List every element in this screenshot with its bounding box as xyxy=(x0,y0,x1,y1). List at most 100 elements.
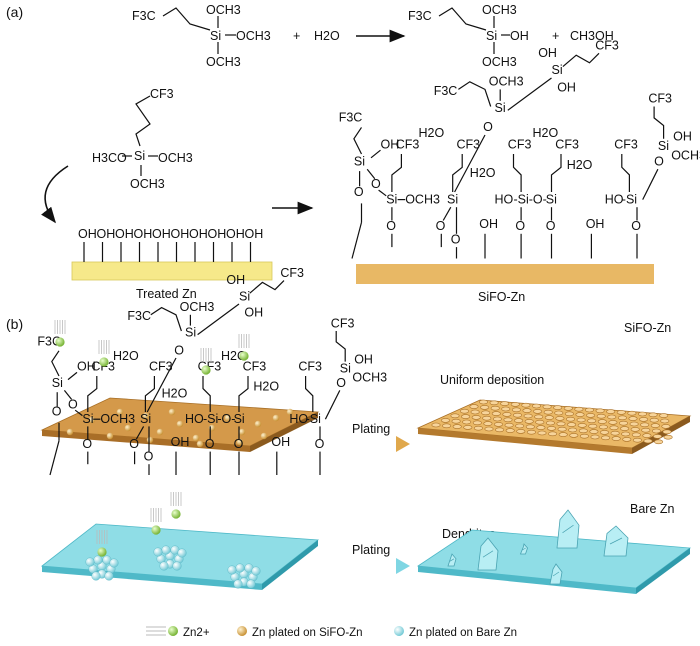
hex-cell xyxy=(601,435,611,441)
hex-cell xyxy=(522,408,532,413)
cf3-label: CF3 xyxy=(150,87,174,101)
hex-cell xyxy=(431,422,441,428)
hex-cell xyxy=(637,411,647,417)
hex-cell xyxy=(521,402,531,408)
hex-cell xyxy=(511,407,521,413)
surface-oh: OH xyxy=(78,227,97,241)
hex-cell xyxy=(632,437,642,443)
hex-cell xyxy=(659,413,669,418)
net-oh: OH xyxy=(381,137,400,151)
hex-cell xyxy=(489,400,499,406)
hex-cell xyxy=(576,417,586,423)
surface-oh: OH xyxy=(152,227,171,241)
hex-cell xyxy=(618,420,628,426)
zn-dot-sifo xyxy=(260,432,268,440)
zn-dot-sifo xyxy=(196,440,204,448)
legend-zn-ion: Zn2+ xyxy=(183,627,210,639)
net-o: O xyxy=(52,405,62,419)
net-si: Si xyxy=(354,154,365,168)
net-cf3: CF3 xyxy=(91,360,115,374)
hex-cell xyxy=(590,434,600,440)
zn-dot-sifo xyxy=(66,428,74,436)
hex-cell xyxy=(491,411,501,416)
hex-cell xyxy=(484,426,494,432)
net-f3c: F3C xyxy=(339,111,363,125)
hex-cell xyxy=(574,406,584,412)
zn-ion xyxy=(97,547,107,557)
hex-cell xyxy=(577,423,587,428)
net-oh: OH xyxy=(77,360,96,374)
net-cf3: CF3 xyxy=(149,360,173,374)
hex-cell xyxy=(568,427,578,433)
hex-cell xyxy=(663,434,673,440)
methanol-product: CH3OH xyxy=(570,29,614,43)
curved-arrow xyxy=(41,165,69,224)
hex-cell xyxy=(512,412,522,418)
hex-cell xyxy=(565,416,575,422)
hex-cell xyxy=(555,416,565,421)
hex-cell xyxy=(642,433,652,438)
hex-cell xyxy=(553,405,563,410)
hex-cell xyxy=(473,425,483,431)
hex-cell xyxy=(579,433,589,439)
zn-ion xyxy=(171,509,181,519)
legend-zn-sifo: Zn plated on SiFO-Zn xyxy=(252,627,363,639)
dendrite-edge xyxy=(562,524,574,534)
net-o: O xyxy=(631,219,641,233)
net-si: -Si xyxy=(514,192,529,206)
net-si: Si xyxy=(546,192,557,206)
net-o: O xyxy=(436,219,446,233)
hex-cell xyxy=(554,410,564,416)
hex-cell xyxy=(654,439,664,445)
zn-dot-sifo xyxy=(156,428,164,436)
hex-cell xyxy=(536,425,546,430)
hex-cell xyxy=(483,421,493,426)
hex-cell xyxy=(660,418,670,424)
net-si: Si xyxy=(82,412,93,426)
net-o: O xyxy=(234,437,244,451)
dendrite-edge xyxy=(449,558,455,562)
hex-cell xyxy=(630,427,640,432)
hex-cell xyxy=(586,413,596,418)
net-o: -O- xyxy=(217,412,235,426)
water: H2O xyxy=(470,166,496,180)
hex-cell xyxy=(481,410,491,416)
zn-ball-bare xyxy=(235,563,245,573)
net-si: Si xyxy=(658,139,669,153)
net-oh: OH xyxy=(354,352,373,366)
hex-cell xyxy=(525,424,535,430)
net-oh: OH xyxy=(673,130,692,144)
si-center: Si xyxy=(134,149,145,163)
net-cf3: CF3 xyxy=(614,137,638,151)
net-cf3: CF3 xyxy=(648,92,672,106)
zn-ball-bare xyxy=(251,566,261,576)
hex-cell xyxy=(492,416,502,422)
legend-zn-bare: Zn plated on Bare Zn xyxy=(409,627,517,639)
net-cf3: CF3 xyxy=(331,316,355,330)
net-o: O xyxy=(82,437,92,451)
plus-1: + xyxy=(293,29,300,43)
hex-cell xyxy=(558,432,568,437)
zn-dot-sifo xyxy=(236,438,244,446)
hex-cell xyxy=(469,404,479,409)
net-och3: OCH3 xyxy=(100,412,135,426)
och3-right: OCH3 xyxy=(236,29,271,43)
net-cf3: CF3 xyxy=(396,137,420,151)
hex-cell xyxy=(649,417,659,423)
hex-cell xyxy=(510,402,520,407)
water: H2O xyxy=(221,349,247,363)
zn-deposits-bare xyxy=(85,545,261,589)
hex-cell xyxy=(650,423,660,428)
zn-ball-bare xyxy=(93,555,103,565)
hex-cell xyxy=(542,404,552,410)
hex-cell xyxy=(595,408,605,414)
hex-cell xyxy=(610,430,620,436)
zn-deposits-sifo xyxy=(66,408,294,448)
oh-right: OH xyxy=(510,29,529,43)
water: H2O xyxy=(113,349,139,363)
net-cf3: CF3 xyxy=(243,360,267,374)
net-och3: OCH3 xyxy=(489,75,524,89)
zn-dot-sifo xyxy=(116,408,124,416)
dendrite-crystals xyxy=(447,509,629,585)
